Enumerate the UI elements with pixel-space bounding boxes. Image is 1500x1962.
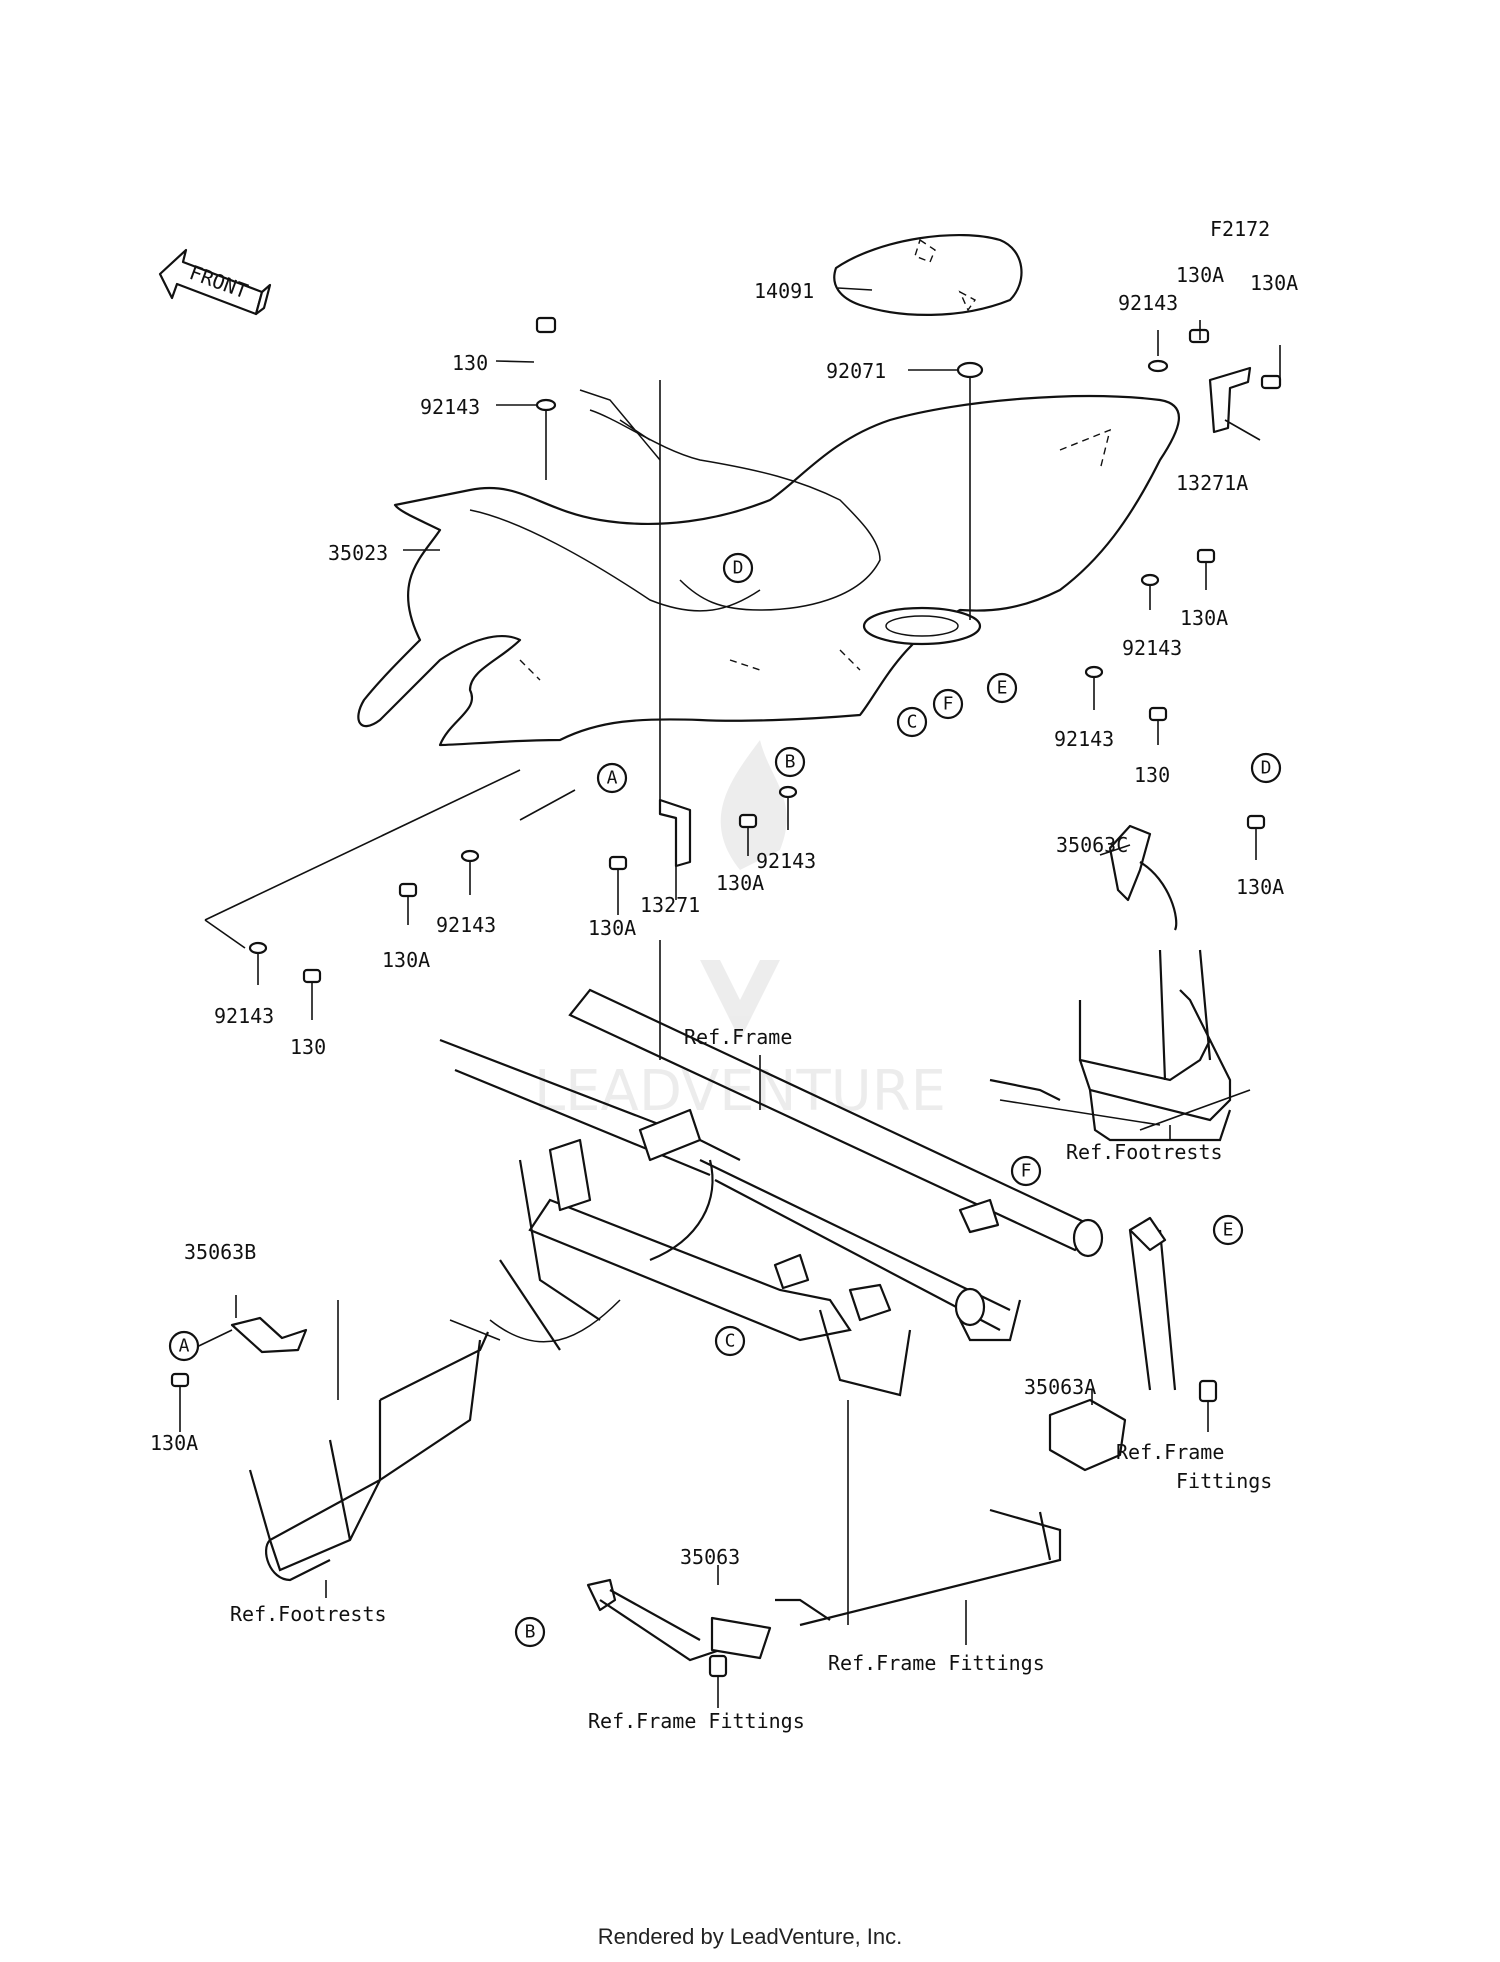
svg-text:C: C <box>907 712 918 733</box>
callout-E: E <box>986 672 1018 704</box>
callout-D: D <box>722 552 754 584</box>
label-92143-r2: 92143 <box>1054 727 1114 751</box>
svg-text:A: A <box>179 1336 190 1357</box>
callout-F: F <box>932 688 964 720</box>
footrest-left <box>230 1316 490 1582</box>
label-92143-b: 92143 <box>756 849 816 873</box>
label-35063: 35063 <box>680 1545 740 1569</box>
front-arrow-icon: FRONT <box>158 248 272 316</box>
label-ref-frame-fittings-r1: Ref.Frame <box>1116 1440 1224 1464</box>
grommet-92071 <box>956 361 984 379</box>
label-92143-left: 92143 <box>214 1004 274 1028</box>
callout-A: A <box>596 762 628 794</box>
svg-text:E: E <box>997 678 1008 699</box>
label-35023: 35023 <box>328 541 388 565</box>
rear-fender-35023 <box>357 389 1180 747</box>
svg-text:B: B <box>525 1622 536 1643</box>
bracket-13271 <box>658 798 692 868</box>
label-130A-tr1: 130A <box>1176 263 1224 287</box>
label-92143-mid: 92143 <box>436 913 496 937</box>
callout-F-2: F <box>1010 1155 1042 1187</box>
label-ref-frame: Ref.Frame <box>684 1025 792 1049</box>
label-14091: 14091 <box>754 279 814 303</box>
label-92143-tr: 92143 <box>1118 291 1178 315</box>
footrest-right <box>989 824 1232 1142</box>
label-130A-left: 130A <box>382 948 430 972</box>
label-130-left: 130 <box>290 1035 326 1059</box>
label-92143-r: 92143 <box>1122 636 1182 660</box>
svg-text:D: D <box>1261 758 1272 779</box>
label-ref-footrests-left: Ref.Footrests <box>230 1602 387 1626</box>
label-130A-d: 130A <box>1236 875 1284 899</box>
seat-cover-14091 <box>833 233 1023 316</box>
label-92143-top: 92143 <box>420 395 480 419</box>
label-13271A: 13271A <box>1176 471 1248 495</box>
label-35063B: 35063B <box>184 1240 256 1264</box>
label-ref-frame-fittings-bottom: Ref.Frame Fittings <box>588 1709 805 1733</box>
label-130-r2: 130 <box>1134 763 1170 787</box>
label-130A-tr2: 130A <box>1250 271 1298 295</box>
label-130A-bl: 130A <box>150 1431 198 1455</box>
callouts: A B C D E F D F C E A B <box>168 552 1282 1648</box>
svg-text:A: A <box>607 768 618 789</box>
svg-text:D: D <box>733 558 744 579</box>
svg-text:B: B <box>785 752 796 773</box>
watermark-logo: LEADVENTURE <box>534 740 946 1124</box>
label-ref-frame-fittings-r2: Fittings <box>1176 1469 1272 1493</box>
callout-D-2: D <box>1250 752 1282 784</box>
callout-C-2: C <box>714 1325 746 1357</box>
svg-text:C: C <box>725 1331 736 1352</box>
svg-text:F: F <box>943 694 954 715</box>
footer-credit: Rendered by LeadVenture, Inc. <box>597 1924 903 1949</box>
bracket-13271A <box>1208 366 1252 434</box>
callout-C: C <box>896 706 928 738</box>
label-ref-frame-fittings-mid: Ref.Frame Fittings <box>828 1651 1045 1675</box>
label-130-top: 130 <box>452 351 488 375</box>
callout-E-2: E <box>1212 1214 1244 1246</box>
label-92071: 92071 <box>826 359 886 383</box>
label-ref-footrests-right: Ref.Footrests <box>1066 1140 1223 1164</box>
svg-text:F: F <box>1021 1161 1032 1182</box>
part-labels: 14091 92071 130 92143 35023 92143 130A 1… <box>150 263 1298 1733</box>
frame-illustration <box>439 988 1104 1397</box>
figure-code: F2172 <box>1210 217 1270 241</box>
brace-35063 <box>586 1578 831 1662</box>
label-35063C: 35063C <box>1056 833 1128 857</box>
leader-lines <box>179 287 1281 1708</box>
label-130A-mid: 130A <box>588 916 636 940</box>
brace-35063A <box>799 1216 1177 1627</box>
watermark-text: LEADVENTURE <box>534 1059 946 1124</box>
label-130A-b: 130A <box>716 871 764 895</box>
svg-text:E: E <box>1223 1220 1234 1241</box>
label-13271: 13271 <box>640 893 700 917</box>
label-35063A: 35063A <box>1024 1375 1096 1399</box>
callout-A-2: A <box>168 1330 200 1362</box>
callout-B-2: B <box>514 1616 546 1648</box>
label-130A-r: 130A <box>1180 606 1228 630</box>
callout-B: B <box>774 746 806 778</box>
